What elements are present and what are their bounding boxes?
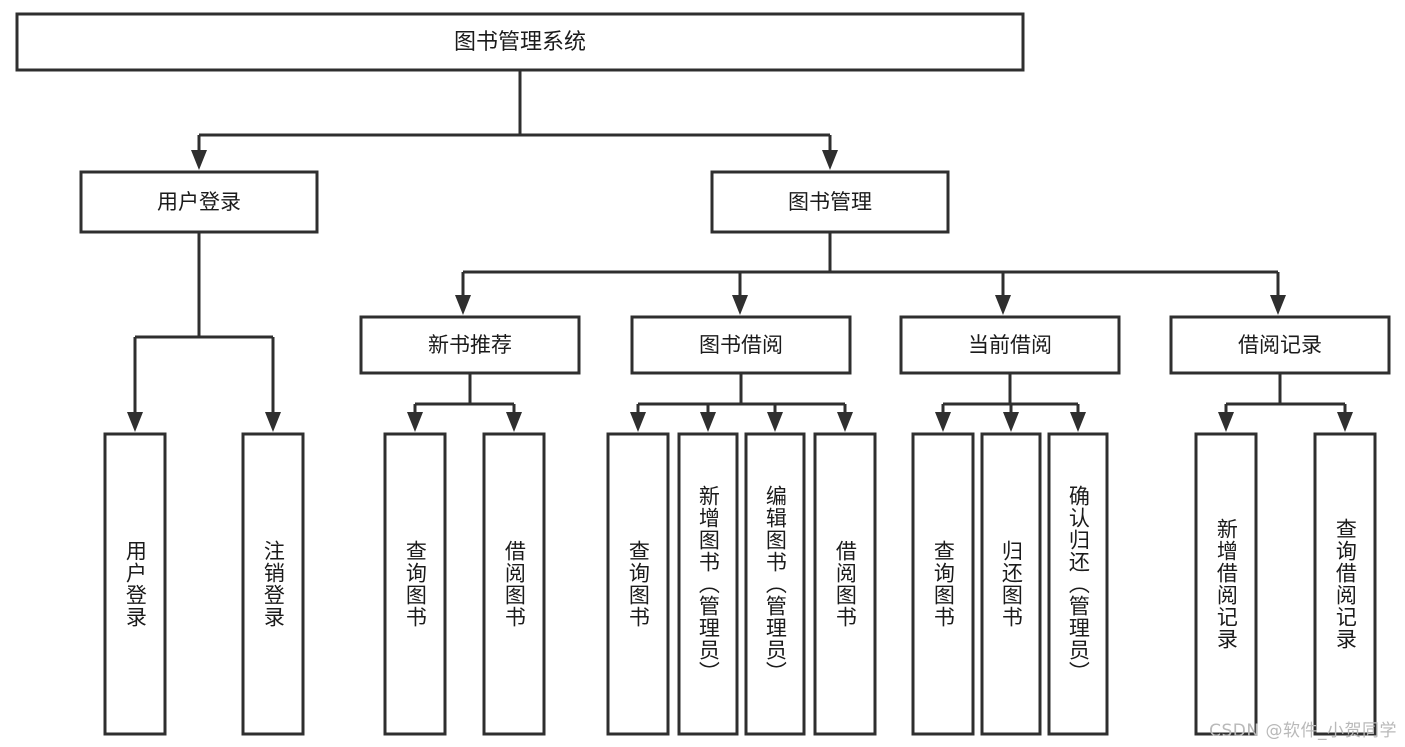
node-root[interactable]: 图书管理系统	[15, 12, 1025, 72]
arrow-head-icon	[1337, 412, 1353, 432]
arrow-head-icon	[1218, 412, 1234, 432]
arrow-head-icon	[1003, 412, 1019, 432]
arrow-head-icon	[767, 412, 783, 432]
csdn-watermark: CSDN @软件_小贺同学	[1209, 721, 1397, 741]
node-book-borrow[interactable]: 图书借阅	[630, 315, 852, 375]
arrow-head-icon	[837, 412, 853, 432]
node-box-leaf-borrow-book-1[interactable]	[482, 432, 546, 736]
node-box-root[interactable]	[15, 12, 1025, 72]
node-label-user-login: 用户登录	[157, 190, 241, 214]
node-box-leaf-user-login[interactable]	[103, 432, 167, 736]
connectors-layer	[127, 70, 1353, 432]
connector-new-book-rec-bus	[407, 373, 522, 432]
connector-current-borrow-bus	[935, 373, 1086, 432]
arrow-head-icon	[127, 412, 143, 432]
arrow-head-icon	[455, 295, 471, 315]
arrow-head-icon	[1070, 412, 1086, 432]
node-box-book-borrow[interactable]	[630, 315, 852, 375]
node-current-borrow[interactable]: 当前借阅	[899, 315, 1121, 375]
arrow-head-icon	[407, 412, 423, 432]
connector-user-login-bus	[127, 232, 281, 432]
arrow-head-icon	[700, 412, 716, 432]
arrow-head-icon	[935, 412, 951, 432]
connector-book-borrow-bus	[630, 373, 853, 432]
node-box-user-login[interactable]	[79, 170, 319, 234]
arrow-head-icon	[732, 295, 748, 315]
node-box-leaf-return-book[interactable]	[980, 432, 1042, 736]
connector-root-bus	[191, 70, 838, 170]
node-label-current-borrow: 当前借阅	[968, 333, 1052, 357]
node-label-new-book-rec: 新书推荐	[428, 333, 512, 357]
node-label-book-borrow: 图书借阅	[699, 333, 783, 357]
node-borrow-record[interactable]: 借阅记录	[1169, 315, 1391, 375]
node-box-leaf-query-book-2[interactable]	[606, 432, 670, 736]
node-box-leaf-confirm-return[interactable]	[1047, 432, 1109, 736]
node-user-login[interactable]: 用户登录	[79, 170, 319, 234]
node-box-leaf-edit-book[interactable]	[744, 432, 806, 736]
arrow-head-icon	[630, 412, 646, 432]
node-label-borrow-record: 借阅记录	[1238, 333, 1322, 357]
arrow-head-icon	[1270, 295, 1286, 315]
node-box-leaf-borrow-book-2[interactable]	[813, 432, 877, 736]
node-label-book-manage: 图书管理	[788, 190, 872, 214]
node-box-current-borrow[interactable]	[899, 315, 1121, 375]
arrow-head-icon	[191, 150, 207, 170]
node-box-new-book-rec[interactable]	[359, 315, 581, 375]
node-box-leaf-query-record[interactable]	[1313, 432, 1377, 736]
node-box-leaf-query-book-1[interactable]	[383, 432, 447, 736]
connector-book-manage-bus	[455, 232, 1286, 315]
node-box-leaf-query-book-3[interactable]	[911, 432, 975, 736]
node-box-book-manage[interactable]	[710, 170, 950, 234]
node-book-manage[interactable]: 图书管理	[710, 170, 950, 234]
node-box-leaf-logout[interactable]	[241, 432, 305, 736]
node-box-borrow-record[interactable]	[1169, 315, 1391, 375]
arrow-head-icon	[265, 412, 281, 432]
node-box-leaf-add-record[interactable]	[1194, 432, 1258, 736]
connector-borrow-record-bus	[1218, 373, 1353, 432]
node-label-root: 图书管理系统	[454, 30, 586, 55]
arrow-head-icon	[506, 412, 522, 432]
node-new-book-rec[interactable]: 新书推荐	[359, 315, 581, 375]
arrow-head-icon	[822, 150, 838, 170]
node-box-leaf-add-book[interactable]	[677, 432, 739, 736]
arrow-head-icon	[995, 295, 1011, 315]
